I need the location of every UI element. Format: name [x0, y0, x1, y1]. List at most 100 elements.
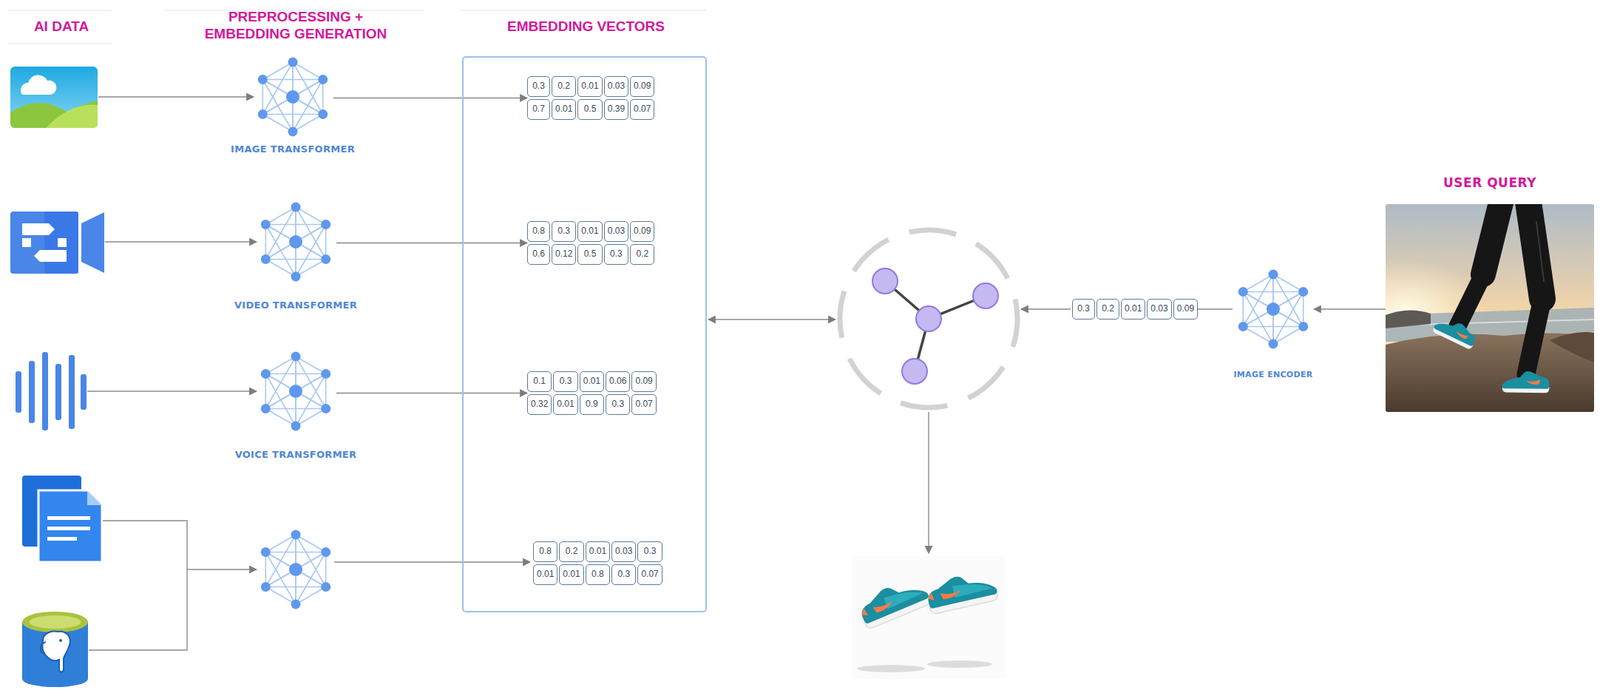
- runner-leg-seam: [1536, 221, 1544, 281]
- embedding-vector: 0.10.30.010.060.090.320.010.90.30.07: [527, 371, 657, 415]
- video-icon-lens: [81, 212, 105, 273]
- image-icon: [10, 66, 98, 128]
- vector-value: 0.2: [1096, 298, 1120, 320]
- network-icon: [252, 56, 334, 138]
- vector-value: 0.3: [604, 243, 629, 265]
- model-label: IMAGE TRANSFORMER: [230, 143, 355, 155]
- runner-leg: [1483, 204, 1503, 275]
- vector-value: 0.1: [527, 371, 552, 392]
- image-icon-hill: [10, 100, 98, 128]
- network-node: [288, 127, 298, 137]
- shoe-accent: [859, 607, 869, 618]
- video-icon: [10, 211, 105, 274]
- image-icon-sky: [10, 66, 98, 128]
- vector-value: 0.01: [1120, 298, 1146, 320]
- document-icon: [22, 475, 103, 562]
- runner-leg: [1526, 298, 1543, 375]
- network-link: [264, 374, 267, 409]
- network-link: [265, 373, 326, 375]
- vector-value: 0.07: [637, 564, 662, 585]
- transformer-node: VIDEO TRANSFORMER: [255, 201, 337, 283]
- network-icon: [255, 201, 337, 283]
- network-node: [291, 351, 301, 362]
- vector-value: 0.3: [553, 371, 578, 392]
- shoe-shadow: [927, 660, 993, 668]
- network-node: [288, 57, 298, 68]
- network-node: [289, 235, 303, 249]
- shoe-accent: [927, 592, 935, 602]
- network-node: [289, 384, 303, 398]
- vector-value: 0.3: [605, 394, 630, 415]
- vector-value: 0.5: [577, 243, 602, 265]
- image-icon-hill: [45, 104, 98, 128]
- shoe-accent: [940, 588, 962, 600]
- vector-value: 0.3: [527, 76, 551, 97]
- video-icon-mark: [34, 249, 67, 262]
- runner-leg: [1456, 274, 1484, 329]
- database-top: [22, 611, 88, 633]
- document-line: [47, 526, 91, 531]
- shoe-shadow: [856, 664, 925, 673]
- vector-value: 0.09: [1173, 298, 1198, 320]
- node-heading: EMBEDDING VECTORS: [463, 18, 709, 35]
- network-node: [1238, 286, 1249, 297]
- photo-cliff: [1385, 309, 1431, 329]
- network-node: [291, 530, 301, 540]
- network-link: [1242, 291, 1303, 293]
- network-node: [260, 219, 271, 230]
- vector-store-panel: EMBEDDING VECTORS0.30.20.010.030.090.70.…: [462, 56, 707, 613]
- network-link: [292, 79, 324, 133]
- network-link: [325, 552, 327, 588]
- database-icon: [22, 611, 88, 687]
- header-rule: [460, 9, 707, 11]
- network-node: [320, 254, 331, 264]
- network-link: [262, 79, 323, 81]
- vector-db-node: [872, 268, 999, 384]
- network-node: [1266, 302, 1280, 316]
- network-link: [1242, 274, 1274, 293]
- vector-value: 0.03: [1146, 298, 1172, 320]
- header-rule: [8, 42, 113, 44]
- document-line: [47, 536, 77, 541]
- image-icon-cloud: [20, 74, 57, 95]
- network-node: [260, 254, 271, 264]
- audio-bar: [68, 354, 75, 429]
- database-top: [29, 615, 82, 629]
- model-label: IMAGE ENCODER: [1233, 369, 1313, 380]
- vector-value: 0.8: [527, 221, 551, 242]
- vector-value: 0.32: [527, 394, 552, 415]
- network-link: [265, 552, 296, 605]
- network-link: [295, 224, 327, 278]
- network-link: [1273, 326, 1304, 345]
- vector-db-node: [902, 358, 928, 384]
- vector-value: 0.8: [533, 541, 558, 562]
- network-link: [1273, 292, 1304, 345]
- network-link: [1242, 292, 1244, 327]
- network-node: [291, 421, 301, 432]
- database-elephant: [40, 641, 46, 654]
- network-node: [1268, 269, 1279, 280]
- network-link: [325, 374, 327, 409]
- column-heading: AI DATA: [9, 17, 114, 35]
- network-node: [320, 547, 331, 557]
- model-label: VIDEO TRANSFORMER: [234, 299, 358, 311]
- vector-value: 0.3: [1072, 298, 1096, 320]
- vector-value: 0.01: [577, 221, 602, 242]
- network-link: [261, 79, 264, 115]
- vector-value: 0.3: [611, 564, 636, 585]
- vector-db-ring: [823, 213, 1035, 425]
- vector-value: 0.5: [577, 99, 602, 120]
- network-node: [291, 272, 301, 282]
- flow-line: [1021, 308, 1071, 310]
- vector-value: 0.2: [629, 243, 655, 265]
- network-link: [265, 224, 296, 278]
- vector-value: 0.01: [558, 564, 584, 585]
- flow-line: [334, 561, 531, 562]
- shoe-accent: [1455, 330, 1469, 341]
- vector-value: 0.01: [585, 541, 610, 562]
- column-heading: PREPROCESSING + EMBEDDING GENERATION: [192, 8, 400, 43]
- network-icon: [255, 350, 337, 432]
- photo-rock: [1549, 331, 1595, 363]
